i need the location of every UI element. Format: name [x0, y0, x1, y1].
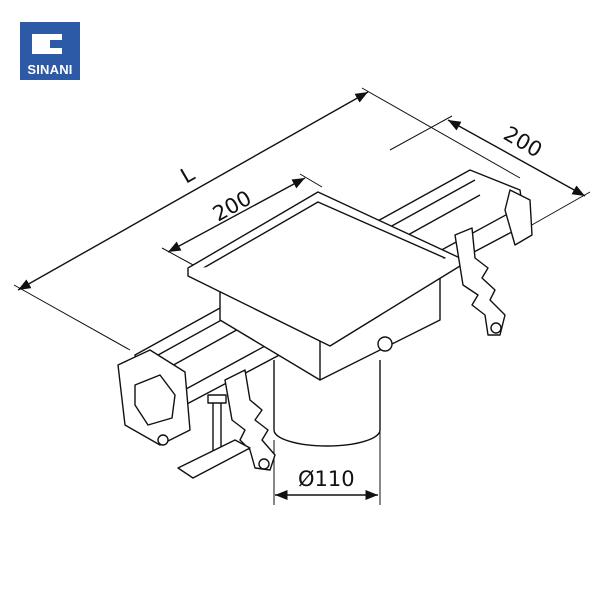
label-length: L	[177, 162, 199, 189]
label-channel-width: 200	[500, 122, 547, 163]
end-plate	[117, 349, 191, 446]
label-frame-width: 200	[209, 186, 256, 226]
logo-text: SINANI	[27, 62, 73, 77]
square-frame	[187, 191, 461, 347]
logo-mark	[32, 34, 62, 54]
dimension-lines	[13, 87, 591, 505]
logo-mark-notch	[50, 40, 66, 48]
sinani-logo: SINANI	[20, 22, 80, 80]
label-outlet-diameter: Ø110	[298, 467, 355, 491]
end-plate-right	[504, 189, 533, 246]
side-bolt	[377, 336, 393, 352]
leveling-foot	[177, 394, 251, 479]
anchor-straps	[224, 227, 506, 471]
